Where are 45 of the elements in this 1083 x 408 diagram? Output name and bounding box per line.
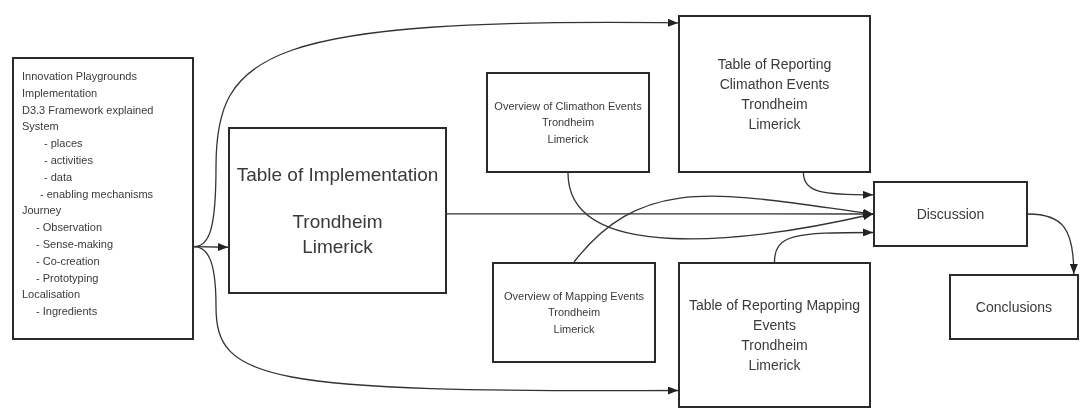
list-item: - data [44,169,73,185]
process-box [228,127,447,294]
arrow [773,228,874,263]
box-title: Table of Implementation [236,163,439,187]
process-box [492,262,656,363]
box-text: Trondheim [292,210,383,234]
list-item: Localisation [22,287,81,303]
arrow [573,195,874,263]
process-box [678,15,871,173]
process-box [873,181,1028,247]
box-title: Conclusions [975,298,1053,316]
arrow [567,172,874,240]
arrow [802,172,874,199]
box-text: Limerick [748,356,801,375]
list-item: System [22,119,59,135]
box-text: Trondheim [741,336,808,355]
box-text: Limerick [553,321,595,337]
list-item: - activities [44,153,93,168]
list-item: - Sense-making [36,236,114,252]
list-item: D3.3 Framework explained [22,102,154,118]
box-text: Limerick [547,131,589,147]
box-text: Trondheim [547,305,601,321]
box-title: Overview of Climathon Events [494,98,642,114]
arrow [193,245,679,395]
box-text: Limerick [748,115,801,134]
list-item: Innovation Playgrounds Implementation [22,69,138,101]
box-title: Overview of Mapping Events [504,288,644,304]
process-box [949,274,1079,340]
box-title: Table of Reporting Mapping Events [687,296,862,335]
list-item: Journey [22,203,62,219]
list-item: - Ingredients [36,304,98,320]
box-title: Table of Reporting Climathon Events [716,55,833,94]
arrow [1027,213,1078,275]
process-box [12,57,194,340]
box-text: Trondheim [741,95,808,114]
box-text: Trondheim [541,115,595,131]
list-item: - Observation [36,220,103,236]
box-text: Limerick [302,235,373,259]
list-item: - enabling mechanisms [40,186,154,202]
list-item: - Co-creation [36,253,100,269]
list-item: - Prototyping [36,270,99,286]
process-box [486,72,650,173]
box-title: Discussion [916,205,985,223]
process-box [678,262,871,408]
list-item: - places [44,136,83,152]
